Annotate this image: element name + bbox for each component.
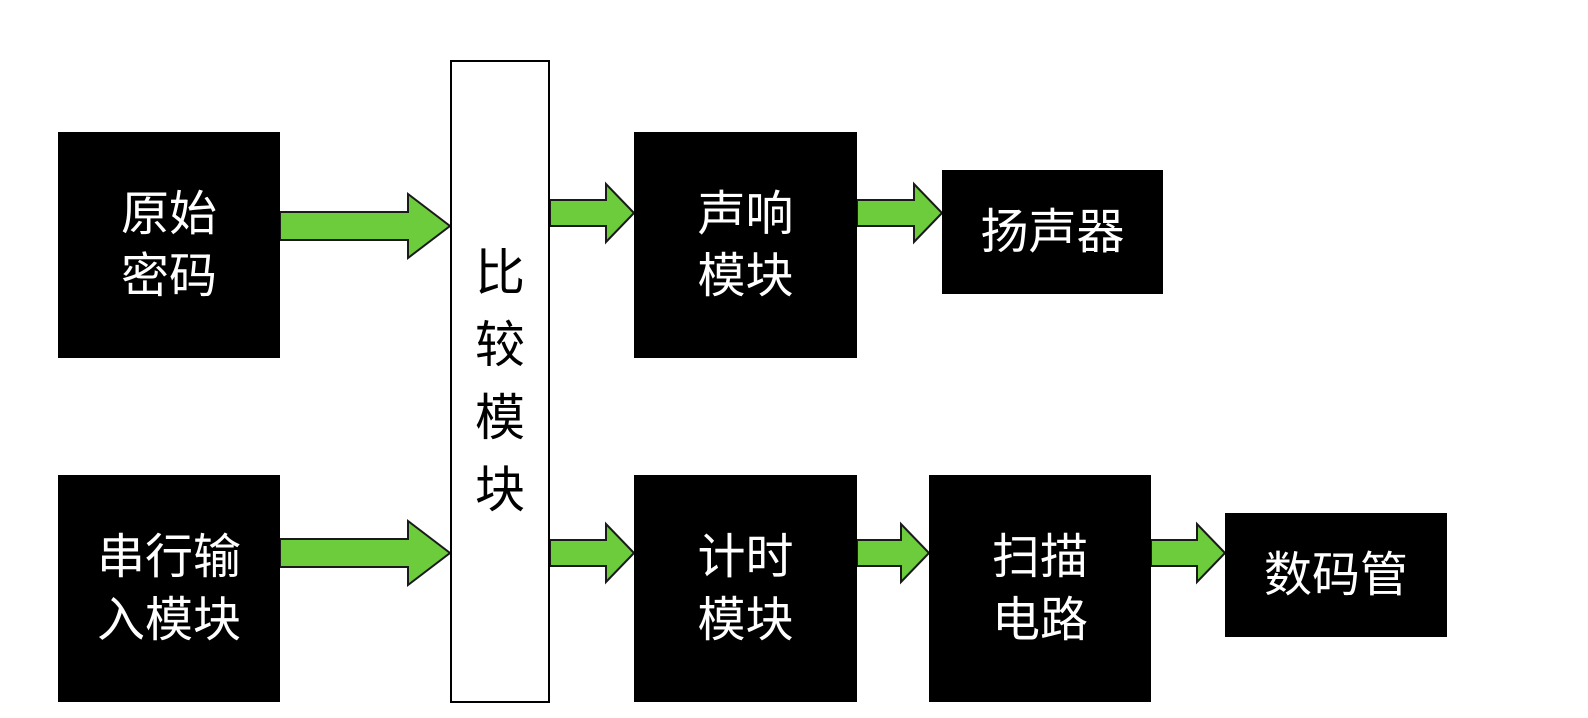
arrow-scan-to-display	[1150, 521, 1227, 585]
original-password-label-line1: 原始	[120, 185, 217, 242]
digital-display-block: 数码管	[1225, 513, 1447, 637]
serial-input-label-line1: 串行输	[96, 529, 241, 586]
arrow-compare-to-sound	[549, 181, 636, 245]
scan-circuit-block: 扫描 电路	[929, 475, 1151, 702]
scan-circuit-label-line1: 扫描	[991, 529, 1088, 586]
serial-input-label-line2: 入模块	[96, 591, 241, 648]
speaker-block: 扬声器	[942, 170, 1163, 294]
sound-module-label-line2: 模块	[697, 248, 794, 304]
compare-label-char3: 模	[475, 388, 525, 447]
arrow-sound-to-speaker	[856, 181, 944, 245]
compare-label-char1: 比	[475, 243, 525, 302]
sound-module-label-line1: 声响	[697, 185, 794, 242]
arrow-timer-to-scan	[856, 521, 931, 585]
sound-module-block: 声响 模块	[634, 132, 857, 358]
original-password-label-line2: 密码	[120, 248, 217, 304]
arrow-original-to-compare	[279, 191, 452, 261]
compare-module-block: 比 较 模 块	[450, 60, 550, 703]
arrow-compare-to-timer	[549, 521, 636, 585]
scan-circuit-label-line2: 电路	[991, 591, 1088, 648]
compare-label-char2: 较	[475, 316, 525, 374]
original-password-block: 原始 密码	[58, 132, 280, 358]
digital-display-label: 数码管	[1263, 546, 1408, 603]
timer-module-label-line2: 模块	[697, 591, 794, 648]
timer-module-label-line1: 计时	[697, 529, 794, 586]
speaker-label: 扬声器	[980, 203, 1125, 260]
timer-module-block: 计时 模块	[634, 475, 857, 702]
arrow-serial-to-compare	[279, 518, 452, 588]
serial-input-module-block: 串行输 入模块	[58, 475, 280, 702]
compare-label-char4: 块	[475, 461, 525, 519]
